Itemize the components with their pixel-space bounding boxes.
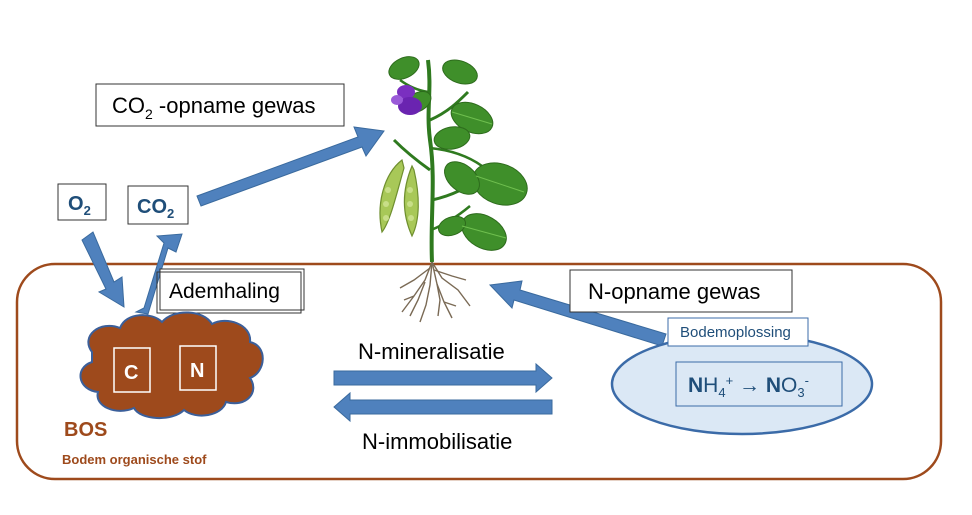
arrow-icon [81,126,667,423]
formula-o: O [781,374,797,397]
formula-plus: + [726,373,734,388]
mineralization-label: N-mineralisatie [358,339,505,364]
respiration-label-box: Ademhaling [156,268,305,314]
nitrogen-formula: NH4+ → NO3- [688,373,809,400]
soil-solution: Bodemoplossing NH4+ → NO3- [610,317,874,436]
soil-region [15,262,943,481]
soil-solution-label: Bodemoplossing [680,324,791,341]
bos-description: Bodem organische stof [62,452,207,467]
co2-uptake-sub: 2 [145,106,153,122]
plant-icon [379,56,528,323]
formula-h: H [703,374,718,397]
co2-uptake-arrow [196,126,385,207]
carbon-label: C [124,362,138,384]
respiration-arrow [134,233,183,315]
formula-minus: - [805,373,809,388]
o2-arrow [81,231,125,308]
o2-main: O [68,193,84,215]
immobilization-label: N-immobilisatie [362,429,512,454]
co2-uptake-main: CO [112,93,145,118]
mineralization-arrow [333,362,553,394]
co2-main: CO [137,196,167,218]
nitrogen-label: N [190,360,204,382]
root-icon [399,261,471,323]
co2-uptake-rest: -opname gewas [153,93,316,118]
immobilization-arrow [333,391,553,423]
svg-text:CO2 -opname gewas: CO2 -opname gewas [112,93,315,122]
formula-n2: N [766,374,781,397]
o2-label-box: O2 [57,183,107,221]
flower [391,85,422,115]
formula-sub4: 4 [718,385,725,400]
bos-label: BOS [64,419,107,441]
o2-sub: 2 [84,203,91,218]
bos-cloud: C N [79,311,264,419]
formula-n1: N [688,374,703,397]
n-uptake-label: N-opname gewas [588,279,760,304]
co2-sub: 2 [167,206,174,221]
n-uptake-arrow [488,280,667,347]
respiration-label: Ademhaling [169,280,280,303]
co2-label-box: CO2 [127,185,189,225]
svg-text:CO2: CO2 [137,196,174,221]
n-uptake-label-box: N-opname gewas [569,269,793,313]
svg-text:O2: O2 [68,193,91,218]
co2-uptake-label-box: CO2 -opname gewas [95,83,345,127]
formula-sub3: 3 [797,385,804,400]
formula-arrow: → [739,374,760,397]
